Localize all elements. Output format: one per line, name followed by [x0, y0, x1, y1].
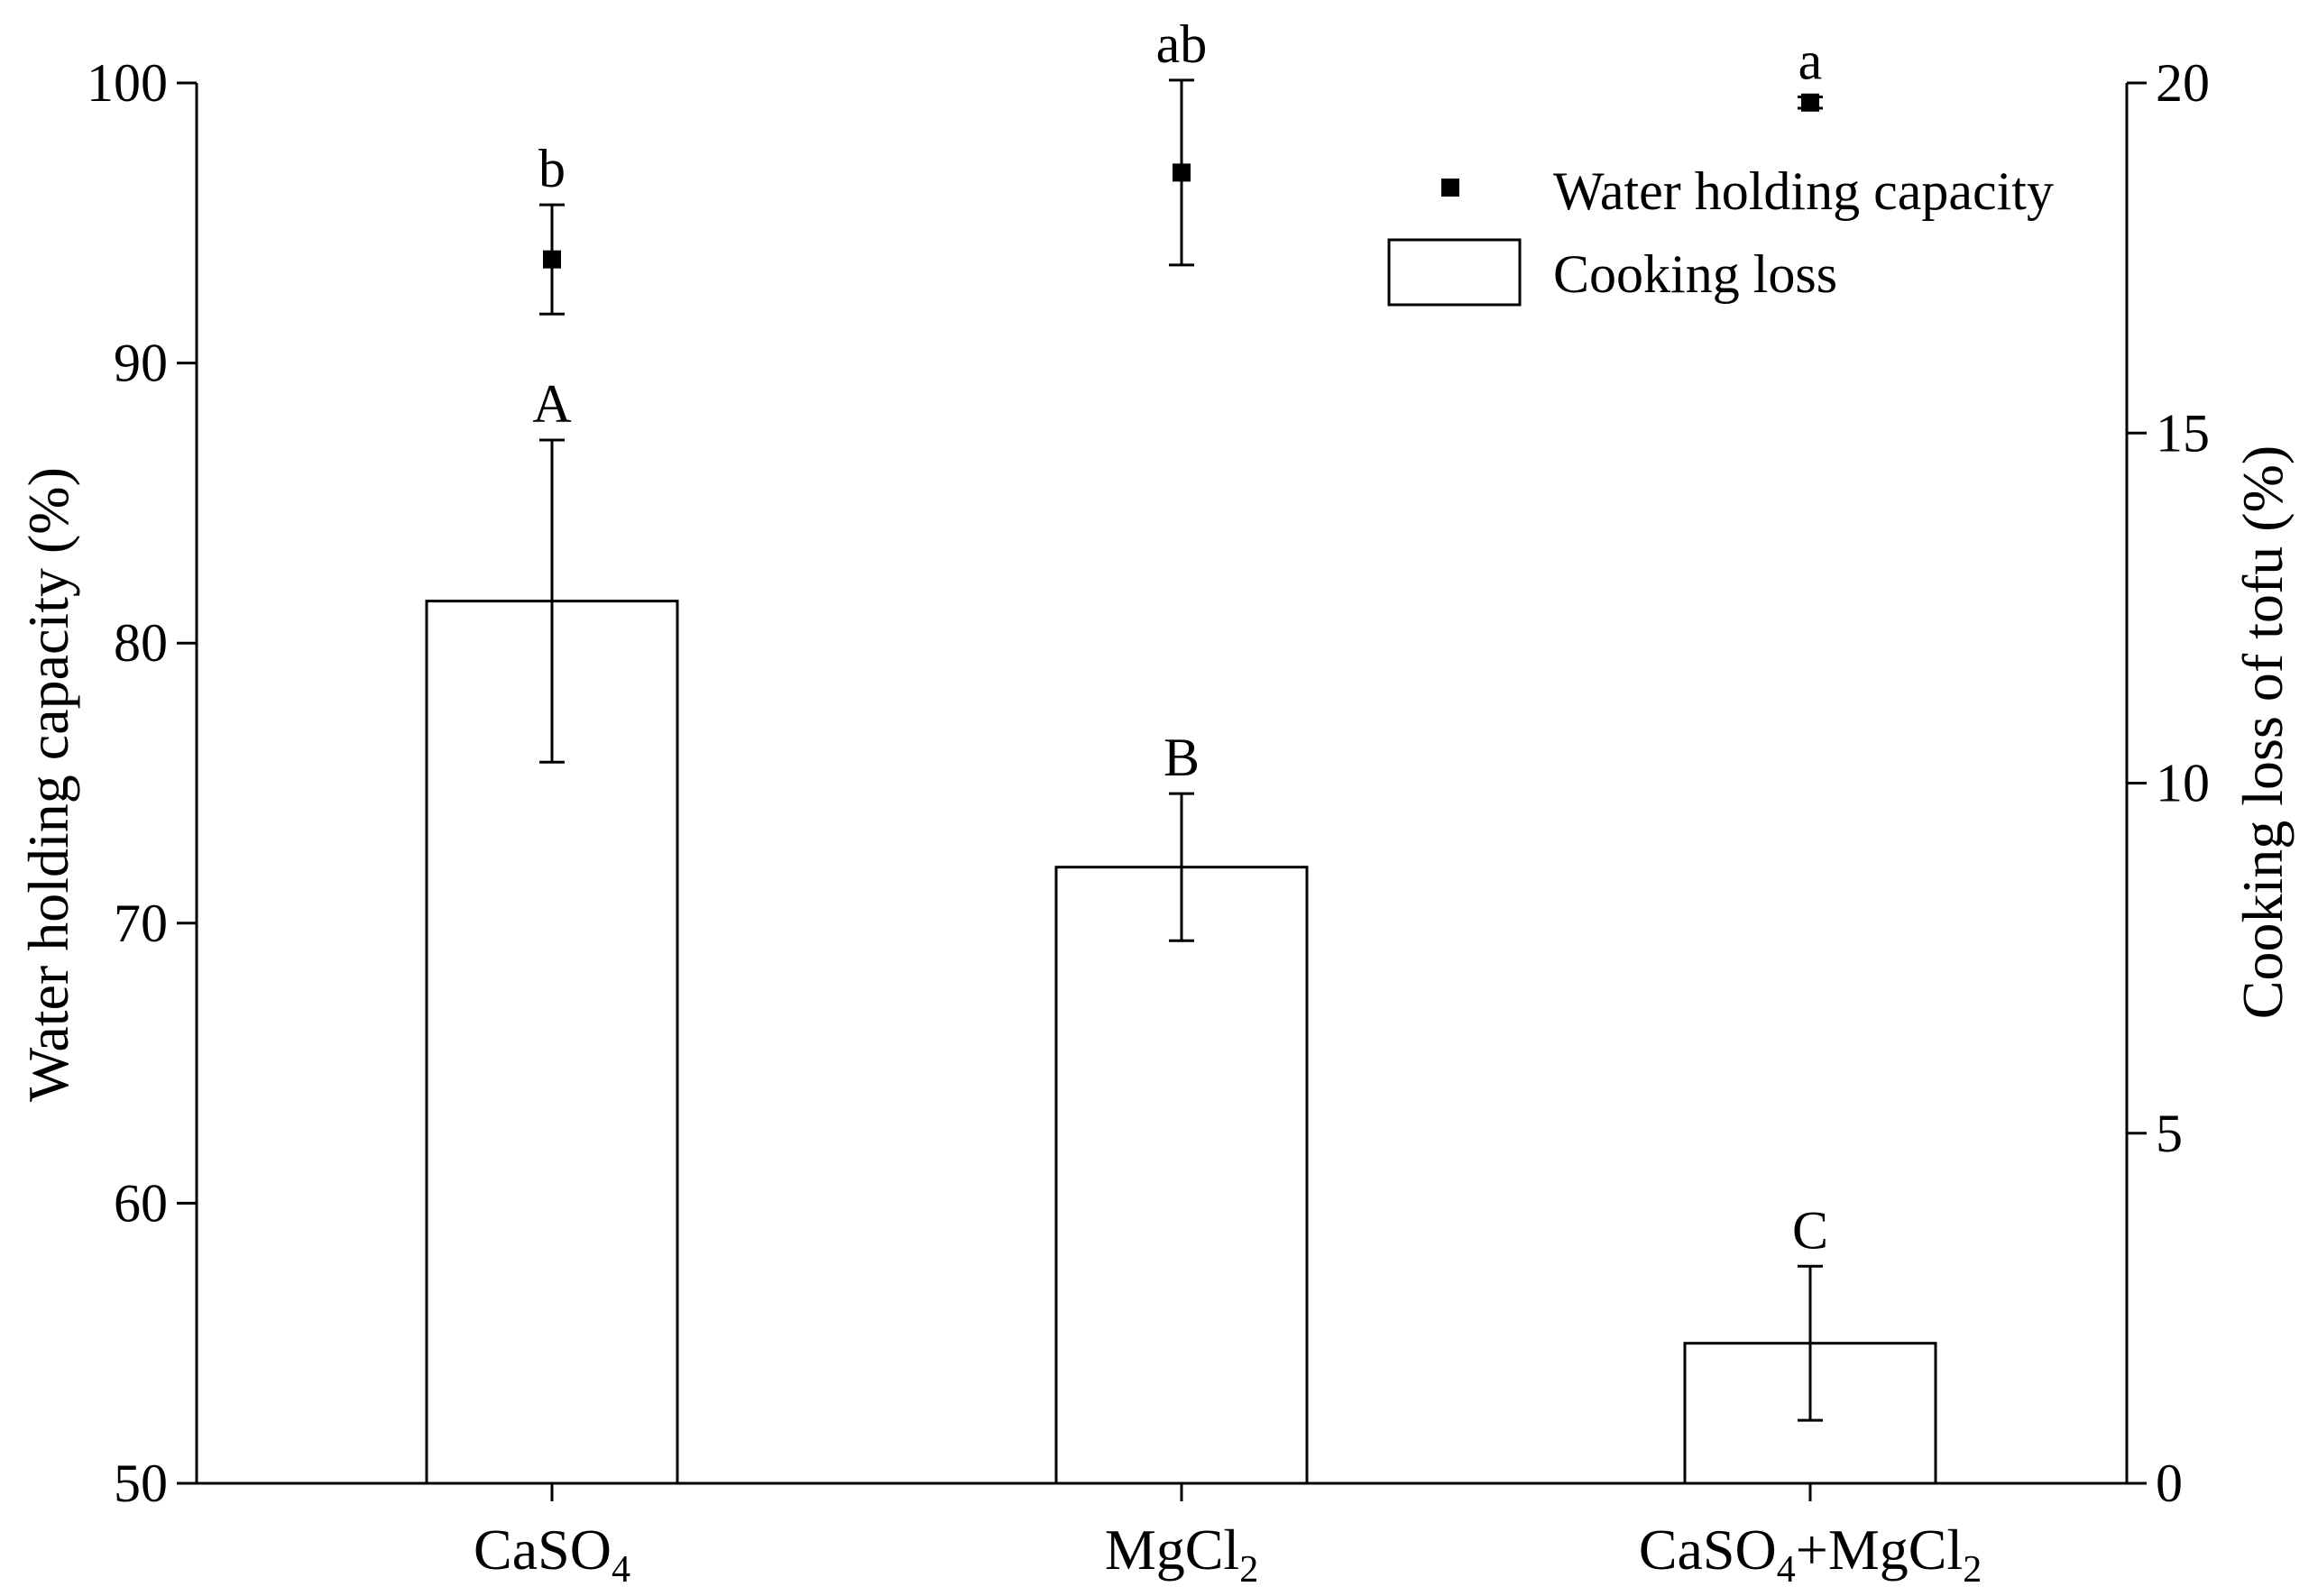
significance-letter-cooking-loss: C	[1792, 1200, 1828, 1260]
legend-swatch-cooking-loss	[1387, 238, 1522, 307]
y-right-tick-label: 20	[2156, 53, 2210, 113]
y-left-tick-label: 80	[114, 613, 168, 673]
significance-letter-cooking-loss: B	[1164, 728, 1200, 787]
significance-letter-water-holding: a	[1798, 32, 1823, 91]
y-right-tick-label: 10	[2156, 754, 2210, 813]
y-left-tick-label: 50	[114, 1454, 168, 1513]
y-left-tick-label: 100	[87, 53, 168, 113]
y-left-tick-label: 70	[114, 894, 168, 953]
legend-label-cooking-loss: Cooking loss	[1553, 244, 1837, 304]
significance-letter-water-holding: b	[538, 139, 566, 198]
y-right-tick-label: 15	[2156, 403, 2210, 463]
y-left-axis-title: Water holding capacity (%)	[16, 467, 80, 1102]
x-tick-label: MgCl2	[1105, 1518, 1258, 1591]
y-right-tick-label: 5	[2156, 1104, 2183, 1163]
legend-marker-water-holding-capacity	[1441, 179, 1459, 197]
x-tick-label: CaSO4	[474, 1518, 630, 1591]
y-left-tick-label: 90	[114, 334, 168, 393]
legend: Water holding capacity Cooking loss	[1387, 161, 2054, 307]
bar-cooking-loss	[1054, 866, 1309, 1485]
x-tick-label: CaSO4+MgCl2	[1639, 1518, 1982, 1591]
significance-letter-water-holding: ab	[1156, 14, 1208, 74]
point-water-holding	[543, 250, 561, 269]
significance-letter-cooking-loss: A	[532, 374, 571, 434]
legend-label-water-holding-capacity: Water holding capacity	[1553, 161, 2054, 221]
point-water-holding	[1173, 163, 1191, 182]
point-water-holding	[1801, 93, 1819, 112]
y-right-tick-label: 0	[2156, 1454, 2183, 1513]
y-right-axis-title: Cooking loss of tofu (%)	[2231, 445, 2295, 1019]
y-left-tick-label: 60	[114, 1173, 168, 1233]
